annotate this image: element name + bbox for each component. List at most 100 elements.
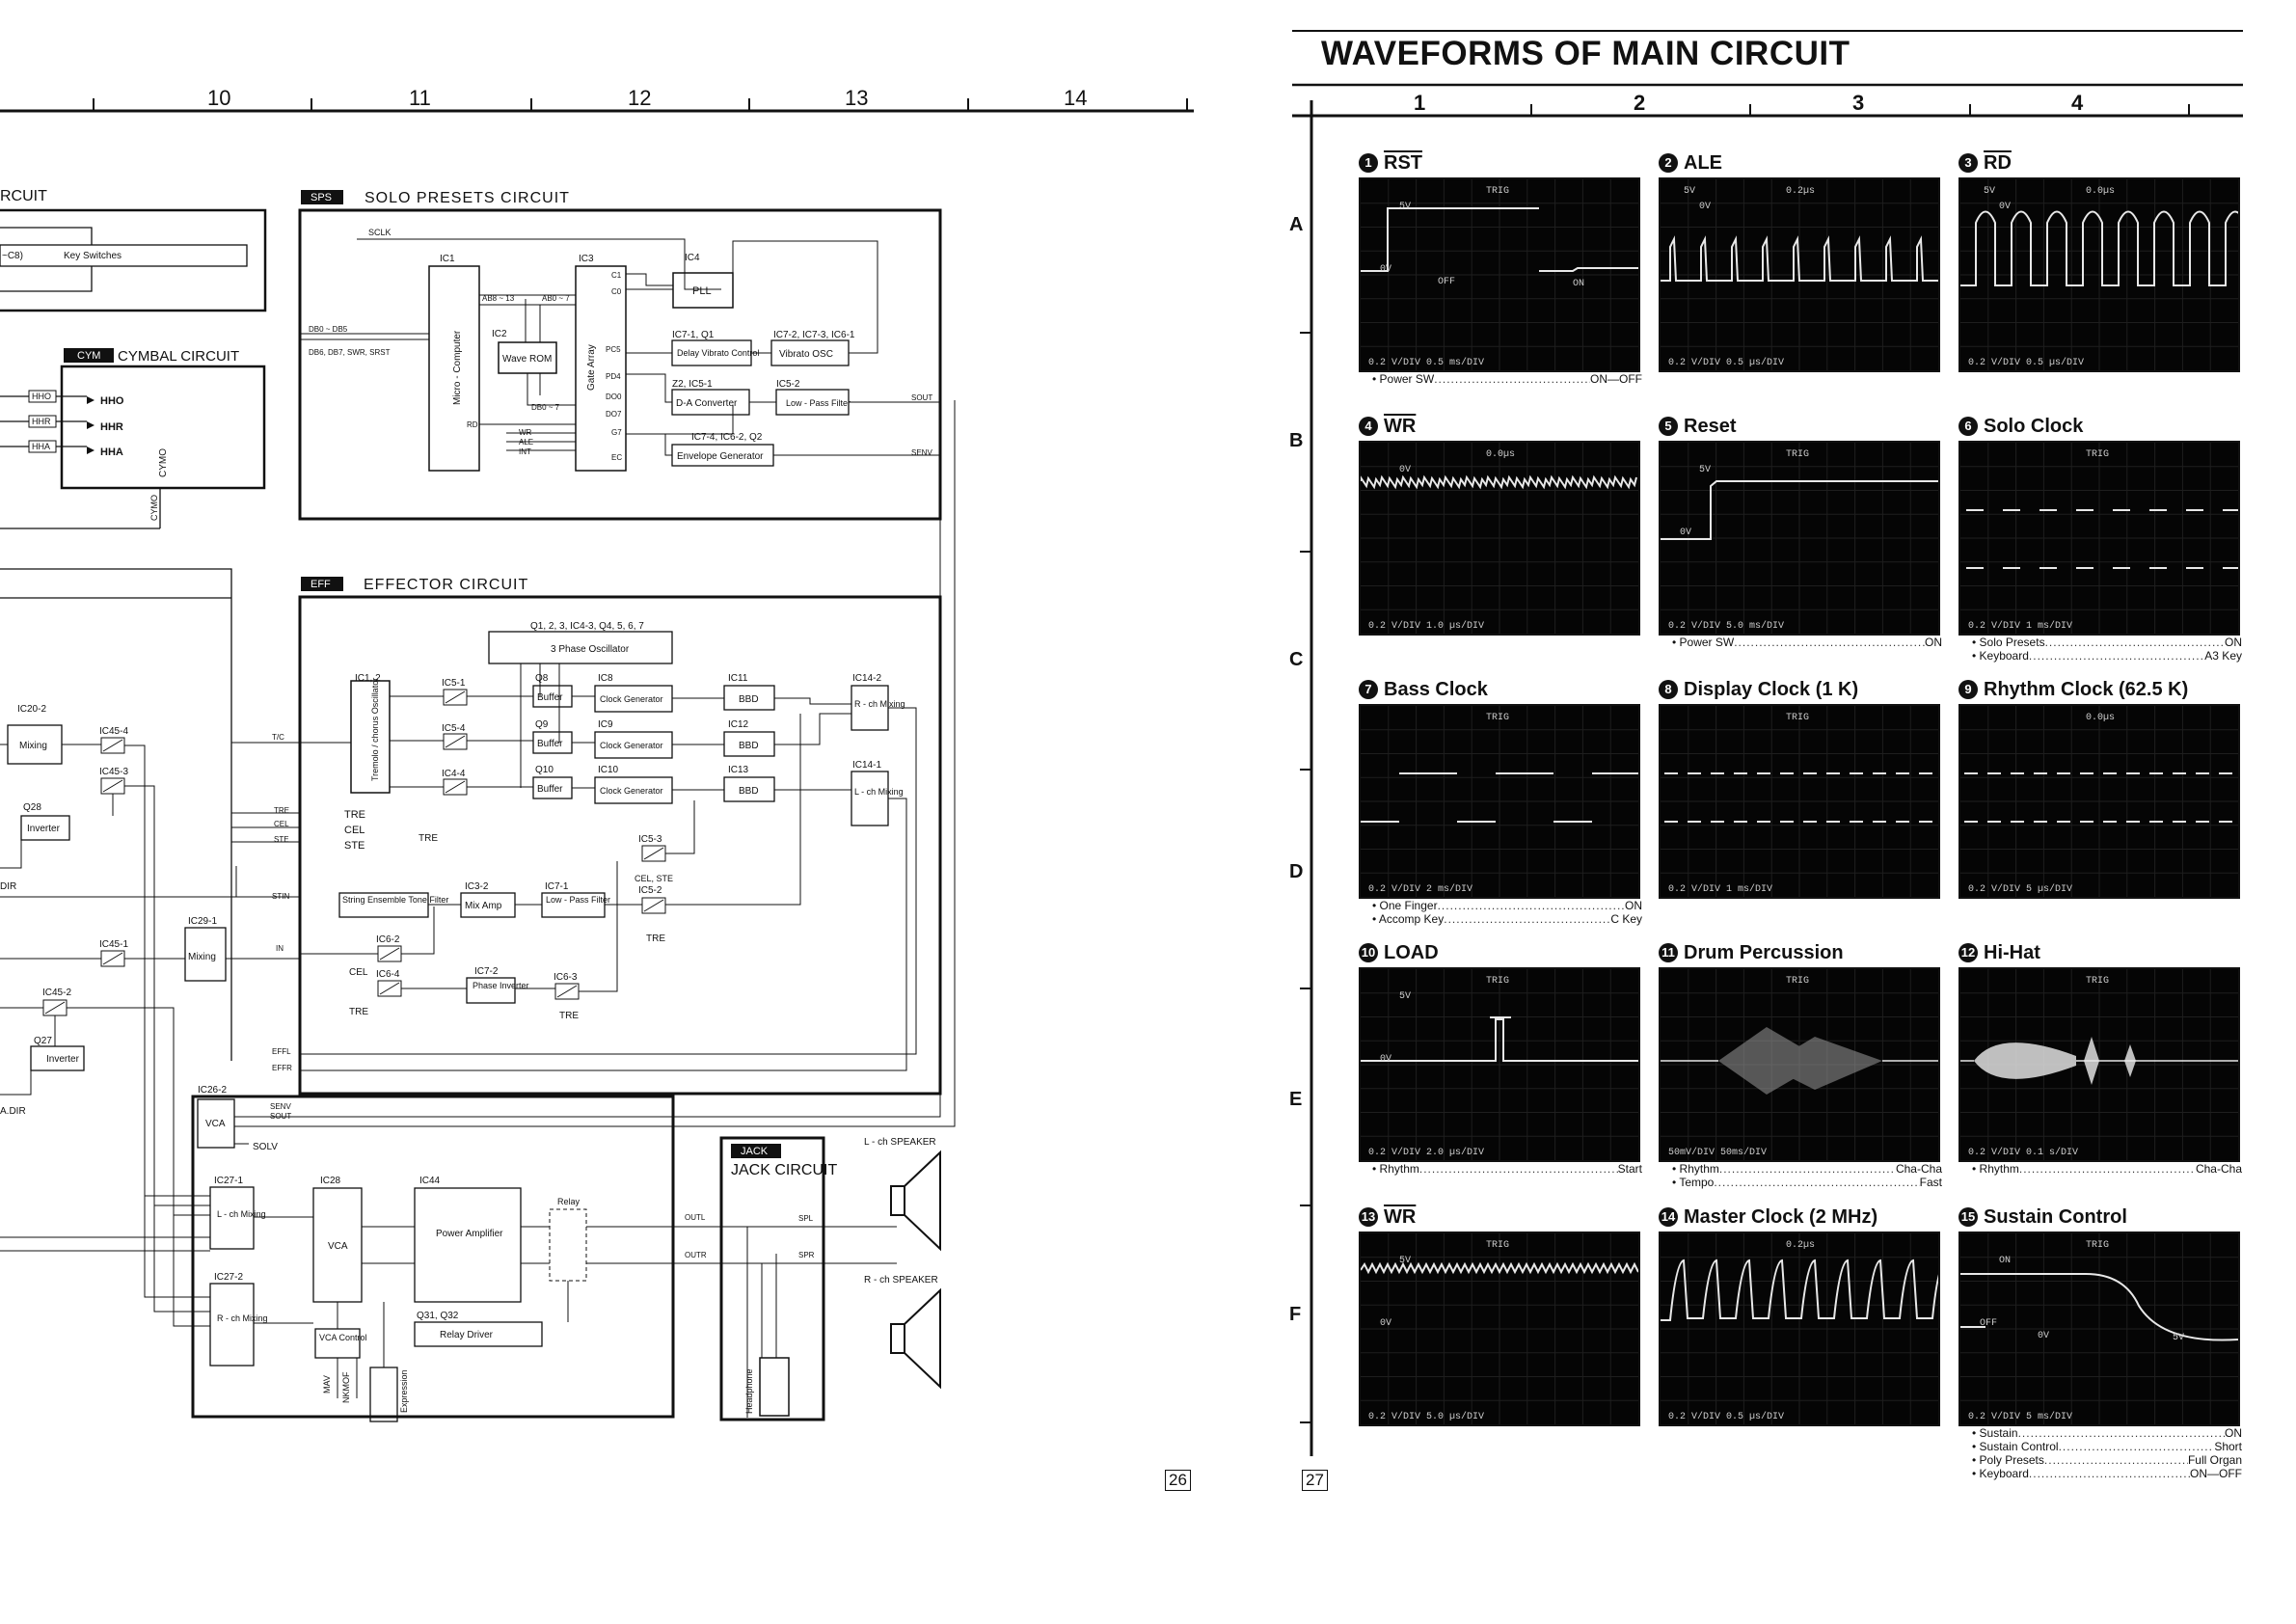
svg-text:IC14-2: IC14-2 <box>852 673 881 684</box>
condition-label: • Keyboard <box>1972 649 2029 663</box>
svg-text:C0: C0 <box>611 287 622 296</box>
test-conditions: • One FingerON• Accomp KeyC Key <box>1372 899 1642 926</box>
waveform-number-badge: 12 <box>1958 943 1978 962</box>
svg-text:A.DIR: A.DIR <box>0 1106 26 1117</box>
condition-row: • Sustain ControlShort <box>1972 1440 2242 1453</box>
svg-text:Envelope Generator: Envelope Generator <box>677 451 764 462</box>
cymbal-circuit-block: CYM CYMBAL CIRCUIT HHO HHR HHA HHO HHR H… <box>0 348 266 1061</box>
svg-text:SPL: SPL <box>798 1214 814 1223</box>
waveform-number-badge: 6 <box>1958 417 1978 436</box>
waveform-number-badge: 7 <box>1359 680 1378 699</box>
svg-text:SPS: SPS <box>311 192 332 203</box>
condition-value: ON <box>2225 636 2242 649</box>
svg-text:Q27: Q27 <box>34 1036 52 1046</box>
svg-text:Q10: Q10 <box>535 765 554 775</box>
page-number-left: 26 <box>1165 1470 1191 1491</box>
svg-text:IC45-1: IC45-1 <box>99 939 128 950</box>
condition-label: • Power SW <box>1672 636 1735 649</box>
svg-text:IC3: IC3 <box>579 254 594 264</box>
condition-value: ON <box>1625 899 1642 912</box>
waveform-title: 12 Hi-Hat <box>1958 942 2040 964</box>
waveform-number-badge: 11 <box>1659 943 1678 962</box>
scope-label: 0V <box>1699 202 1711 212</box>
condition-value: ON—OFF <box>2190 1467 2242 1480</box>
condition-value: Full Organ <box>2187 1453 2242 1467</box>
svg-text:HHA: HHA <box>32 442 50 451</box>
svg-text:IC6-2: IC6-2 <box>376 934 400 945</box>
svg-text:VCA: VCA <box>205 1119 226 1129</box>
condition-value: Fast <box>1919 1176 1942 1189</box>
leader-dots <box>2045 636 2225 649</box>
ruler-number: 13 <box>845 86 868 110</box>
waveform-trace <box>1974 1037 2136 1085</box>
svg-text:TRE: TRE <box>349 1007 368 1017</box>
waveform-title-text: LOAD <box>1384 942 1439 963</box>
scope-scale-readout: 0.2 V/DIV 1 ms/DIV <box>1968 620 2072 632</box>
scope-scale-readout: 0.2 V/DIV 2 ms/DIV <box>1368 883 1472 895</box>
waveform-title-text: Hi-Hat <box>1984 942 2040 963</box>
waveform-title-text: Sustain Control <box>1984 1206 2127 1228</box>
svg-text:CEL, STE: CEL, STE <box>635 874 673 883</box>
svg-text:Buffer: Buffer <box>537 739 563 749</box>
svg-text:IC29-1: IC29-1 <box>188 916 217 927</box>
svg-text:Z2, IC5-1: Z2, IC5-1 <box>672 379 713 390</box>
svg-text:CYMO: CYMO <box>149 495 159 521</box>
svg-text:Vibrato OSC: Vibrato OSC <box>779 349 833 360</box>
scope-scale-readout: 0.2 V/DIV 0.5 µs/DIV <box>1968 357 2084 368</box>
scope-label: TRIG <box>1786 976 1809 987</box>
condition-row: • TempoFast <box>1672 1176 1942 1189</box>
svg-text:RCUIT: RCUIT <box>0 188 47 204</box>
leader-dots <box>2059 1440 2215 1453</box>
svg-text:Clock Generator: Clock Generator <box>600 786 663 796</box>
test-conditions: • SustainON• Sustain ControlShort• Poly … <box>1972 1426 2242 1480</box>
waveform-title-text: Bass Clock <box>1384 679 1488 700</box>
output-section: IC26-2 VCA SENV SOUT SOLV IC27-1 L - ch … <box>0 400 956 1422</box>
block-diagram: 10 11 12 13 14 RCUIT ~C8) Key Switches C… <box>0 86 1194 1422</box>
waveform-trace <box>1661 1259 1938 1321</box>
scope-scale-readout: 0.2 V/DIV 5.0 µs/DIV <box>1368 1411 1484 1422</box>
svg-text:D-A Converter: D-A Converter <box>676 398 738 409</box>
leader-dots <box>2029 649 2204 663</box>
test-conditions: • RhythmCha-Cha• TempoFast <box>1672 1162 1942 1189</box>
condition-row: • RhythmStart <box>1372 1162 1642 1176</box>
svg-text:Power Amplifier: Power Amplifier <box>436 1229 503 1239</box>
svg-text:IC6-4: IC6-4 <box>376 969 400 980</box>
scope-label: 5V <box>1984 186 1995 197</box>
waveform-trace <box>1361 772 1638 823</box>
scope-label: 5V <box>1399 991 1411 1002</box>
svg-text:IC5-2: IC5-2 <box>638 885 662 896</box>
svg-text:HHR: HHR <box>100 421 123 433</box>
scope-label: TRIG <box>1786 449 1809 460</box>
svg-text:IC27-2: IC27-2 <box>214 1272 243 1283</box>
svg-text:Inverter: Inverter <box>46 1054 80 1065</box>
condition-label: • Sustain Control <box>1972 1440 2059 1453</box>
scope-label: 5V <box>1684 186 1695 197</box>
svg-text:IC5-1: IC5-1 <box>442 678 466 689</box>
ruler-number: 2 <box>1634 91 1646 115</box>
svg-text:PC5: PC5 <box>606 345 621 354</box>
svg-text:String Ensemble Tone Filter: String Ensemble Tone Filter <box>342 895 448 905</box>
svg-text:DB6, DB7, SWR, SRST: DB6, DB7, SWR, SRST <box>309 348 391 357</box>
svg-text:IC5-2: IC5-2 <box>776 379 800 390</box>
svg-text:CYMO: CYMO <box>158 448 169 477</box>
condition-label: • Rhythm <box>1972 1162 2019 1176</box>
waveform-trace <box>1361 207 1638 272</box>
svg-text:IC26-2: IC26-2 <box>198 1085 227 1096</box>
condition-row: • RhythmCha-Cha <box>1972 1162 2242 1176</box>
waveform-title-text: Master Clock (2 MHz) <box>1684 1206 1878 1228</box>
leader-dots <box>2029 1467 2190 1480</box>
svg-text:Low - Pass Filter: Low - Pass Filter <box>786 398 851 408</box>
leader-dots <box>1444 912 1610 926</box>
